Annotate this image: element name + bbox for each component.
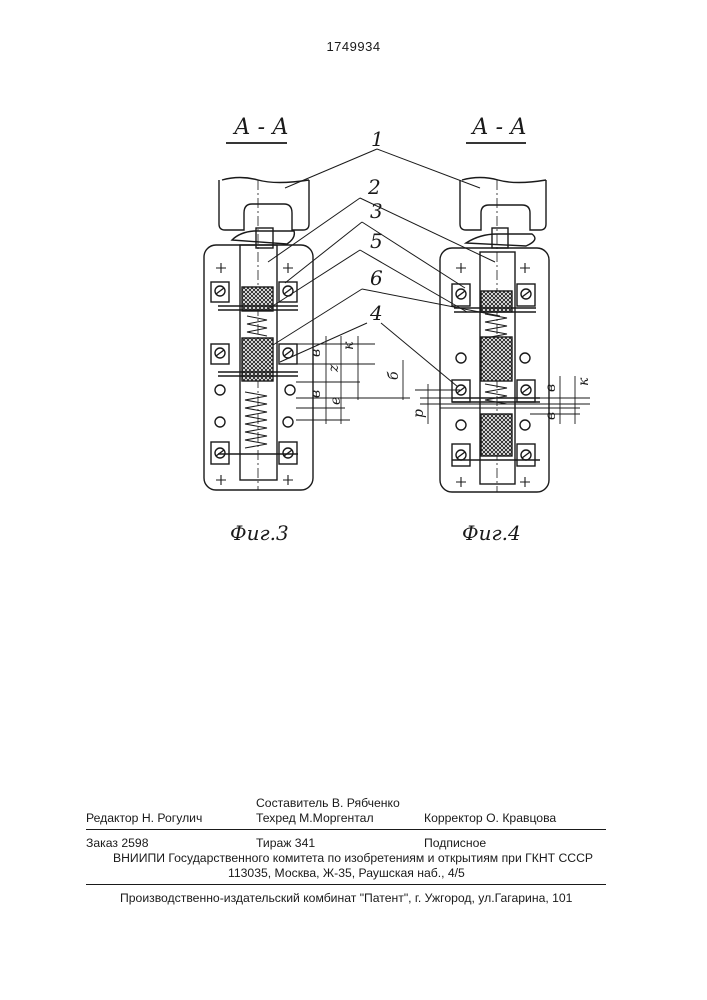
label-5: 5 xyxy=(370,229,383,253)
imprint-editor: Редактор Н. Рогулич xyxy=(86,811,202,825)
dim-v-fig4-bottom: в xyxy=(543,412,559,420)
label-3: 3 xyxy=(370,199,383,223)
imprint-divider-bottom xyxy=(86,884,606,885)
figure-4-caption: Фиг.4 xyxy=(462,521,521,545)
dim-e-fig3: е xyxy=(328,397,344,405)
imprint-subscription: Подписное xyxy=(424,836,486,850)
technical-drawing: А - А xyxy=(0,0,707,560)
fig3-section-label: А - А xyxy=(232,115,289,140)
label-4: 4 xyxy=(369,301,383,325)
figure-3-caption: Фиг.3 xyxy=(230,521,289,545)
label-2: 2 xyxy=(367,175,381,199)
dim-k-fig4: к xyxy=(576,377,592,386)
imprint-divider-top xyxy=(86,829,606,830)
figure-4-drawing: А - А xyxy=(415,115,590,492)
dim-p-fig4: р xyxy=(411,409,427,418)
imprint-order: Заказ 2598 xyxy=(86,836,148,850)
imprint-publisher: Производственно-издательский комбинат "П… xyxy=(120,891,572,905)
dim-k-fig3: к xyxy=(341,341,357,350)
imprint-compiler: Составитель В. Рябченко xyxy=(256,796,400,810)
imprint-vniipi: ВНИИПИ Государственного комитета по изоб… xyxy=(113,851,593,865)
dim-z-fig3: z xyxy=(326,364,342,373)
label-1: 1 xyxy=(371,127,384,151)
label-6: 6 xyxy=(370,266,383,290)
fig4-section-label: А - А xyxy=(470,115,527,140)
dim-v-fig4-top: в xyxy=(543,384,559,392)
dim-b-fig3: б xyxy=(386,371,402,380)
dim-v-fig3-top: в xyxy=(308,349,324,357)
imprint-address: 113035, Москва, Ж-35, Раушская наб., 4/5 xyxy=(228,866,465,880)
dim-v-fig3-bottom: в xyxy=(308,390,324,398)
imprint-corrector: Корректор О. Кравцова xyxy=(424,811,556,825)
imprint-circulation: Тираж 341 xyxy=(256,836,315,850)
imprint-techred: Техред М.Моргентал xyxy=(256,811,374,825)
